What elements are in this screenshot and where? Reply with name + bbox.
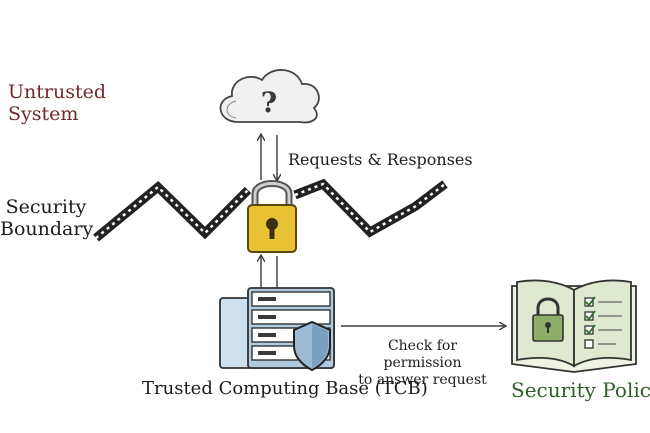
- security-policy-label: Security Policy: [511, 378, 650, 402]
- padlock-icon: [247, 180, 297, 253]
- untrusted-system-label: Untrusted System: [8, 81, 106, 125]
- check-permission-label: Check for permission to answer request: [358, 338, 487, 388]
- security-boundary-zigzag: [93, 178, 448, 242]
- requests-arrows: [261, 135, 277, 180]
- svg-text:?: ?: [261, 86, 277, 119]
- tcb-label: Trusted Computing Base (TCB): [142, 378, 428, 399]
- cloud-question-icon: ?: [219, 69, 320, 124]
- security-boundary-label: Security Boundary: [0, 196, 94, 240]
- shield-icon: [293, 320, 331, 372]
- requests-responses-label: Requests & Responses: [288, 150, 473, 169]
- policy-book-icon: [511, 279, 637, 373]
